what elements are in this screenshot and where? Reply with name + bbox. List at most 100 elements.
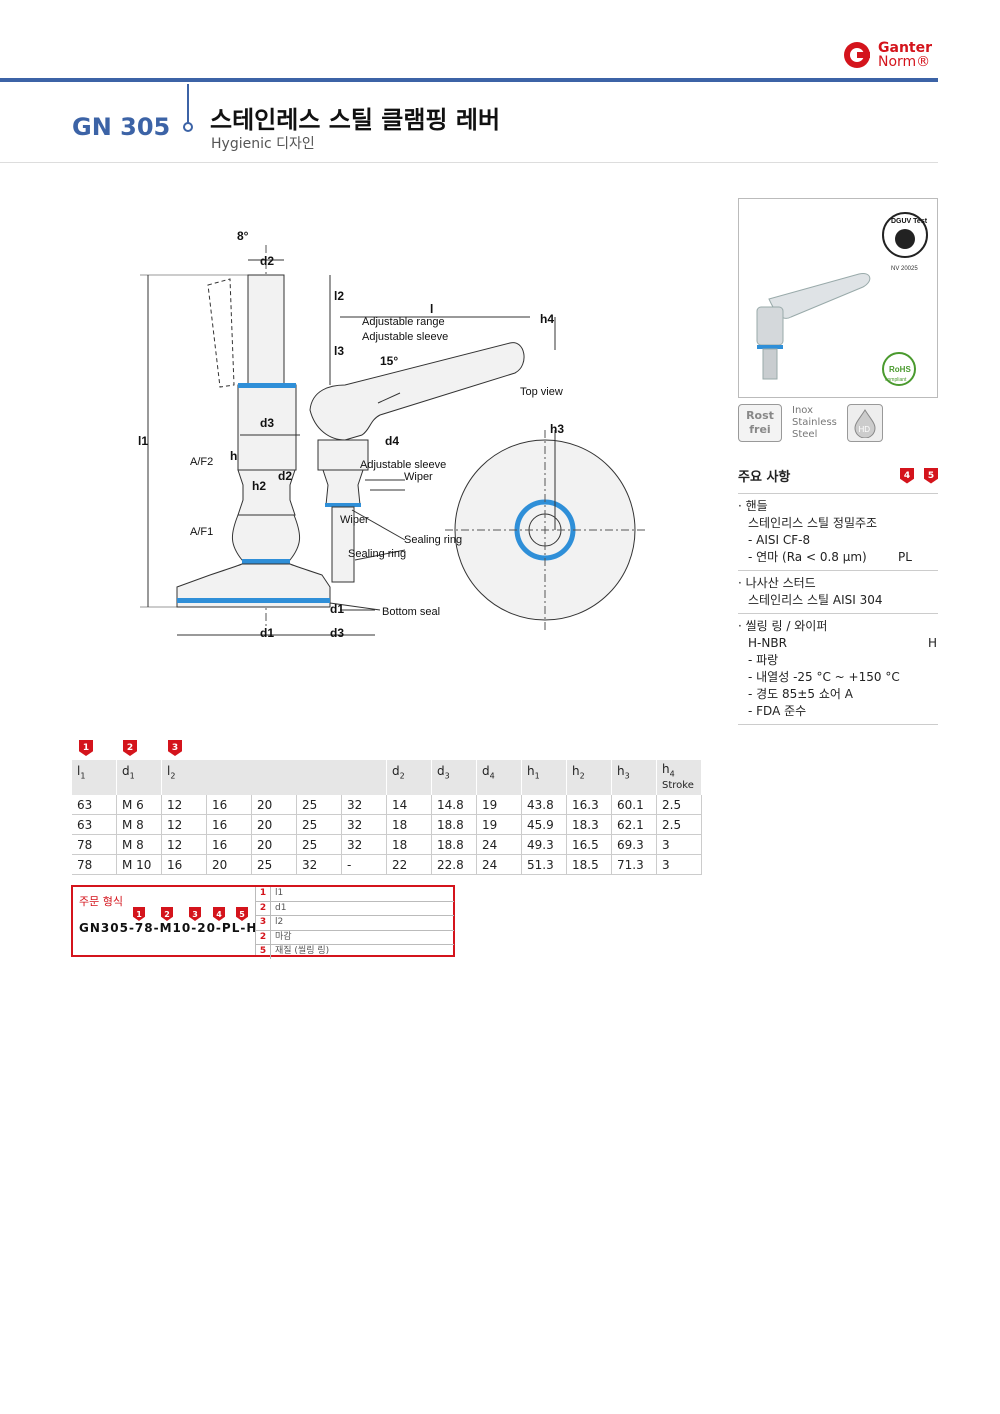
brand-line1: Ganter bbox=[878, 40, 932, 56]
order-pin-5: 5 bbox=[236, 907, 248, 921]
dguv-nv: NV 20025 bbox=[891, 266, 918, 272]
inox-line3: Steel bbox=[792, 429, 818, 440]
table-cell: 32 bbox=[341, 834, 387, 856]
product-photo: DGUV Test NV 20025 RoHS compliant bbox=[738, 198, 938, 398]
table-cell: 18.8 bbox=[431, 814, 477, 836]
table-cell: 2.5 bbox=[656, 814, 702, 836]
hd-label: HD bbox=[858, 425, 870, 434]
product-illustration: DGUV Test NV 20025 RoHS compliant bbox=[756, 212, 928, 386]
feature-code: H bbox=[928, 636, 938, 650]
material-badges: Rost frei Inox Stainless Steel HD bbox=[738, 404, 883, 442]
col-h1: h1 bbox=[521, 760, 567, 796]
order-pin-1: 1 bbox=[133, 907, 145, 921]
feature-text: · 나사산 스터드 bbox=[738, 576, 816, 590]
table-cell: 24 bbox=[476, 834, 522, 856]
order-format-title: 주문 형식 bbox=[79, 895, 123, 908]
table-cell: 63 bbox=[72, 795, 117, 816]
table-cell: 3 bbox=[656, 834, 702, 856]
table-cell: 22 bbox=[386, 854, 432, 876]
label-top-view: Top view bbox=[520, 386, 563, 398]
label-h: h bbox=[230, 449, 237, 463]
table-cell: 25 bbox=[296, 834, 342, 856]
table-cell: 62.1 bbox=[611, 814, 657, 836]
rohs-sub: compliant bbox=[885, 377, 907, 383]
feature-text: - AISI CF-8 bbox=[748, 533, 811, 547]
table-cell: - bbox=[341, 854, 387, 876]
table-cell: 19 bbox=[476, 814, 522, 836]
ganter-logo: Ganter Norm® bbox=[842, 40, 932, 70]
order-pin-3: 3 bbox=[189, 907, 201, 921]
table-cell: 12 bbox=[161, 795, 207, 816]
table-pins: 1 2 3 bbox=[79, 740, 279, 758]
label-d3b: d3 bbox=[330, 626, 344, 640]
label-adjustable-sleeve: Adjustable sleeve bbox=[362, 331, 448, 343]
rostfrei-badge: Rost frei bbox=[738, 404, 782, 442]
label-h3: h3 bbox=[550, 422, 564, 436]
table-cell: 12 bbox=[161, 834, 207, 856]
feature-text: - 내열성 -25 °C ~ +150 °C bbox=[748, 670, 900, 684]
label-bottom-seal: Bottom seal bbox=[382, 606, 440, 618]
table-cell: 18.3 bbox=[566, 814, 612, 836]
table-cell: 78 bbox=[72, 854, 117, 876]
table-cell: 14.8 bbox=[431, 795, 477, 816]
label-l2: l2 bbox=[334, 289, 344, 303]
label-d2: d2 bbox=[260, 254, 274, 268]
col-d3: d3 bbox=[431, 760, 477, 796]
col-d1: d1 bbox=[116, 760, 162, 796]
inox-badge: Inox Stainless Steel bbox=[792, 405, 837, 441]
feature-text: - 경도 85±5 쇼어 A bbox=[748, 687, 853, 701]
label-d4: d4 bbox=[385, 434, 399, 448]
hygienic-design-icon: HD bbox=[846, 404, 883, 442]
col-h2: h2 bbox=[566, 760, 612, 796]
col-h3: h3 bbox=[611, 760, 657, 796]
table-cell: 60.1 bbox=[611, 795, 657, 816]
table-cell: 16 bbox=[206, 795, 252, 816]
page-subtitle: Hygienic 디자인 bbox=[211, 136, 315, 152]
table-cell: 20 bbox=[206, 854, 252, 876]
table-cell: 18 bbox=[386, 834, 432, 856]
table-cell: 43.8 bbox=[521, 795, 567, 816]
table-cell: 51.3 bbox=[521, 854, 567, 876]
label-l1: l1 bbox=[138, 434, 148, 448]
feature-text: H-NBR bbox=[748, 636, 787, 650]
table-cell: 20 bbox=[251, 814, 297, 836]
table-cell: 16 bbox=[161, 854, 207, 876]
table-cell: M 8 bbox=[116, 814, 162, 836]
label-wiper: Wiper bbox=[404, 471, 433, 483]
table-cell: 16 bbox=[206, 834, 252, 856]
label-angle-top: 8° bbox=[237, 229, 249, 243]
feature-text: 스테인리스 스틸 AISI 304 bbox=[748, 593, 883, 607]
table-cell: 32 bbox=[296, 854, 342, 876]
order-code: GN305-78-M10-20-PL-H bbox=[79, 921, 258, 935]
page-title: 스테인레스 스틸 클램핑 레버 bbox=[210, 106, 501, 134]
table-cell: 25 bbox=[296, 814, 342, 836]
table-cell: 18.8 bbox=[431, 834, 477, 856]
header-divider-dot bbox=[183, 122, 193, 132]
label-angle-lever: 15° bbox=[380, 354, 398, 368]
technical-drawing: 8° d2 l2 l3 l h4 h3 15° d3 d4 l1 h h2 d2… bbox=[138, 229, 645, 640]
features-heading: 주요 사항 bbox=[738, 470, 791, 485]
table-cell: 16.3 bbox=[566, 795, 612, 816]
table-cell: 18.5 bbox=[566, 854, 612, 876]
table-cell: M 8 bbox=[116, 834, 162, 856]
feature-text: · 핸들 bbox=[738, 499, 768, 513]
table-cell: 20 bbox=[251, 834, 297, 856]
brand-line2: Norm® bbox=[878, 54, 931, 70]
pin-1: 1 bbox=[79, 740, 93, 756]
label-h4: h4 bbox=[540, 312, 554, 326]
rohs-label: RoHS bbox=[889, 365, 911, 374]
table-cell: 12 bbox=[161, 814, 207, 836]
table-cell: 16.5 bbox=[566, 834, 612, 856]
table-cell: 71.3 bbox=[611, 854, 657, 876]
header-bar bbox=[0, 78, 938, 82]
label-adjustable-sleeve-2: Adjustable sleeve bbox=[360, 459, 446, 471]
table-cell: 25 bbox=[296, 795, 342, 816]
label-l: l bbox=[430, 302, 433, 316]
label-d3: d3 bbox=[260, 416, 274, 430]
rostfrei-line1: Rost bbox=[746, 409, 774, 422]
